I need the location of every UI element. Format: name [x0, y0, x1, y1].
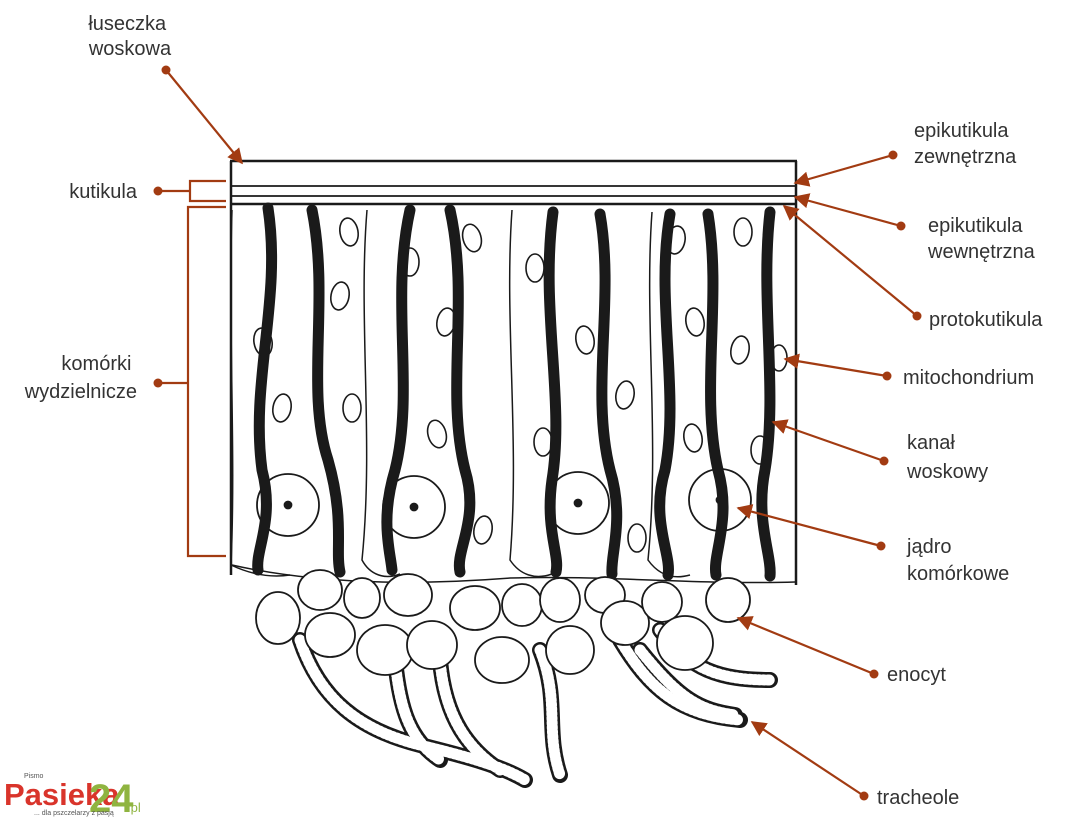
kutikula-bracket — [188, 179, 226, 203]
label-epikutikula-zewnetrzna: epikutikula zewnętrzna — [914, 120, 1017, 168]
label-komorki-wydzielnicze: komórki wydzielnicze — [24, 353, 137, 403]
leader-dots — [153, 65, 922, 801]
label-kutikula: kutikula — [69, 181, 138, 203]
label-jadro-komorkowe: jądro komórkowe — [906, 536, 1009, 585]
mitochondria — [253, 217, 788, 553]
pasieka24-logo: Pismo Pasieka 24 .pl ... dla pszczelarzy… — [4, 773, 141, 821]
label-enocyt: enocyt — [887, 664, 946, 686]
label-tracheole: tracheole — [877, 787, 959, 809]
secretory-cells — [230, 202, 796, 584]
leader-lines — [165, 69, 918, 797]
leader-luseczka-woskowa — [165, 69, 243, 165]
leader-epikutikula-wewnetrzna — [793, 193, 902, 228]
cell-nuclei — [256, 468, 752, 539]
leader-mitochondrium — [783, 353, 888, 378]
tracheoles — [292, 622, 778, 788]
leader-tracheole — [750, 721, 865, 797]
label-epikutikula-wewnetrzna: epikutikula wewnętrzna — [927, 215, 1036, 263]
logo-tagline: ... dla pszczelarzy z pasją — [34, 810, 114, 817]
left-brackets — [158, 179, 226, 558]
label-protokutikula: protokutikula — [929, 309, 1043, 331]
label-luseczka-woskowa: łuseczka woskowa — [88, 13, 172, 60]
leader-protokutikula — [782, 205, 918, 317]
label-mitochondrium: mitochondrium — [903, 367, 1034, 389]
label-kanal-woskowy: kanał woskowy — [906, 432, 988, 483]
logo-name: Pasieka — [4, 777, 120, 812]
leader-enocyt — [736, 616, 875, 676]
logo-small-top: Pismo — [24, 773, 44, 780]
logo-number: 24 — [89, 777, 134, 821]
wax-canals — [252, 202, 776, 582]
komorki-bracket — [186, 205, 226, 558]
leader-kanal-woskowy — [771, 419, 885, 463]
logo-tld: .pl — [127, 800, 141, 815]
oenocytes — [255, 569, 751, 684]
leader-epikutikula-zewnetrzna — [793, 153, 894, 187]
leader-jadro-komorkowe — [736, 504, 882, 548]
labels: łuseczka woskowa kutikula komórki wydzie… — [24, 13, 1044, 809]
